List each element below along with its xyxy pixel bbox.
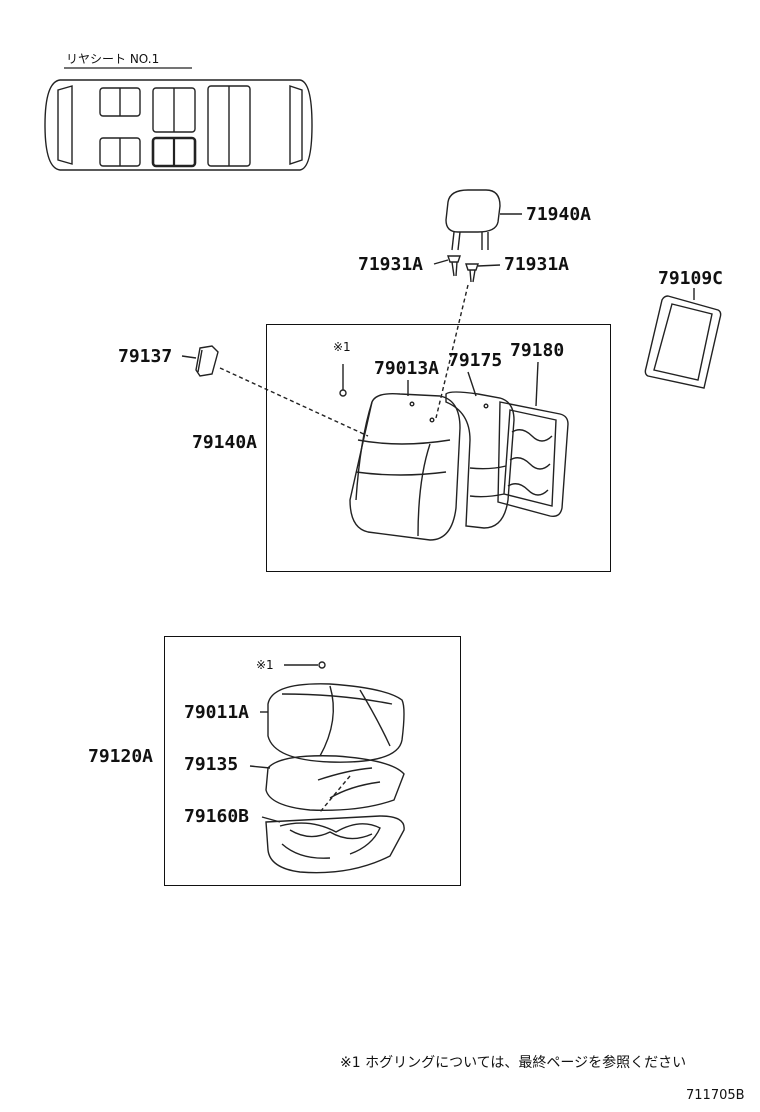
part-79013A-label[interactable]: 79013A <box>374 358 440 379</box>
part-79109C-label[interactable]: 79109C <box>658 268 724 289</box>
ref-mark-cushion: ※1 <box>256 658 274 672</box>
cushion-assembly-art <box>249 661 405 874</box>
escutcheon-icon <box>181 345 219 377</box>
footnote: ※1 ホグリングについては、最終ページを参照ください <box>340 1055 687 1071</box>
vehicle-locator-icon <box>44 67 313 171</box>
part-79140A-label[interactable]: 79140A <box>192 432 258 453</box>
ref-mark-seatback: ※1 <box>333 340 351 354</box>
part-79135-label[interactable]: 79135 <box>184 754 239 775</box>
part-79137-label[interactable]: 79137 <box>118 346 173 367</box>
seatback-assembly-art <box>219 361 569 541</box>
part-79160B-label[interactable]: 79160B <box>184 806 250 827</box>
part-79180-label[interactable]: 79180 <box>510 340 565 361</box>
part-79175-label[interactable]: 79175 <box>448 350 503 371</box>
seatback-group-frame <box>266 324 611 572</box>
board-icon <box>644 288 722 389</box>
part-71931A-right-label[interactable]: 71931A <box>504 254 570 275</box>
headrest-icon <box>445 189 522 251</box>
figure-code: 711705B <box>686 1088 745 1103</box>
cushion-group-frame <box>164 636 461 886</box>
part-71940A-label[interactable]: 71940A <box>526 204 592 225</box>
part-71931A-left-label[interactable]: 71931A <box>358 254 424 275</box>
locator-title: リヤシート NO.1 <box>66 52 160 66</box>
part-79011A-label[interactable]: 79011A <box>184 702 250 723</box>
part-79120A-label[interactable]: 79120A <box>88 746 154 767</box>
